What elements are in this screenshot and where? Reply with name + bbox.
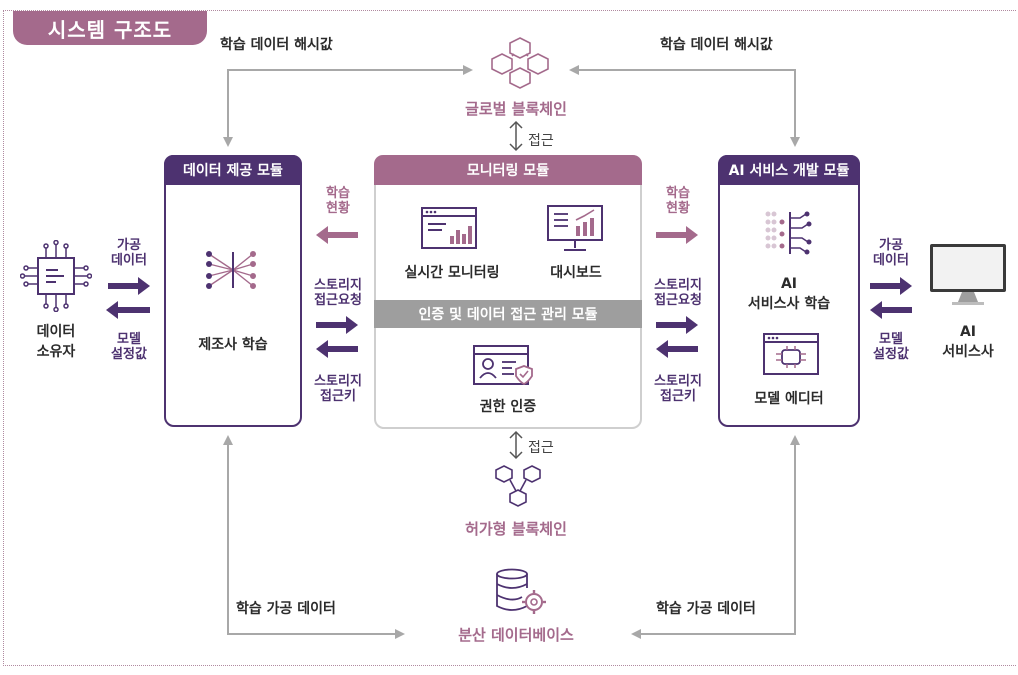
ai-network-icon	[765, 211, 812, 255]
right-storage-request-label: 스토리지 접근요청	[648, 278, 708, 308]
arrow-learning-status-right	[656, 226, 698, 244]
left-model-settings-label: 모델 설정값	[104, 332, 154, 362]
distributed-database-label: 분산 데이터베이스	[458, 626, 574, 644]
ai-service-dev-module: AI 서비스 개발 모듈	[718, 155, 860, 427]
left-storage-key-label: 스토리지 접근키	[308, 374, 368, 404]
right-learning-status-line2: 현황	[666, 201, 690, 216]
left-storage-request-label: 스토리지 접근요청	[308, 278, 368, 308]
processed-data-label-left: 학습 가공 데이터	[236, 601, 336, 617]
permissioned-blockchain-icon	[495, 465, 541, 507]
permissioned-blockchain-label: 허가형 블록체인	[465, 520, 567, 538]
right-processed-data-label: 가공 데이터	[866, 238, 916, 268]
data-owner-label: 데이터 소유자	[20, 322, 92, 362]
right-processed-data-line1: 가공	[879, 238, 903, 253]
right-model-settings-label: 모델 설정값	[866, 332, 916, 362]
ai-service-company-line1: AI	[959, 324, 977, 340]
right-storage-key-label: 스토리지 접근키	[648, 374, 708, 404]
data-owner-line2: 소유자	[36, 344, 76, 360]
ai-service-company-label: AI 서비스사	[928, 322, 1008, 362]
ai-service-dev-module-header: AI 서비스 개발 모듈	[718, 155, 860, 185]
neural-network-icon	[206, 251, 256, 289]
database-gear-icon	[496, 568, 546, 614]
ai-service-training-line2: 서비스사 학습	[747, 296, 831, 312]
right-storage-key-line1: 스토리지	[654, 374, 702, 389]
ai-service-company-line2: 서비스사	[942, 344, 994, 360]
arrow-storage-request-left	[316, 316, 358, 334]
diagram-frame	[3, 10, 1016, 666]
monitor-icon	[930, 244, 1006, 305]
monitoring-module-header: 모니터링 모듈	[374, 155, 642, 185]
access-label-bottom: 접근	[528, 440, 554, 456]
right-storage-key-line2: 접근키	[660, 389, 696, 404]
left-storage-request-line2: 접근요청	[314, 293, 362, 308]
auth-access-module-bar: 인증 및 데이터 접근 관리 모듈	[374, 300, 642, 328]
global-blockchain-icon	[491, 37, 549, 89]
dashboard-icon	[547, 205, 603, 251]
left-processed-data-label: 가공 데이터	[104, 238, 154, 268]
data-owner-line1: 데이터	[36, 324, 76, 340]
right-learning-status-label: 학습 현황	[658, 186, 698, 216]
realtime-monitoring-label: 실시간 모니터링	[404, 265, 500, 281]
left-storage-key-line2: 접근키	[320, 389, 356, 404]
dashboard-label: 대시보드	[550, 265, 602, 281]
arrow-model-settings-right	[870, 301, 912, 319]
right-model-settings-line2: 설정값	[873, 347, 909, 362]
diagram-title: 시스템 구조도	[13, 11, 207, 45]
ai-service-training-line1: AI	[780, 276, 798, 292]
access-arrow-top	[509, 120, 523, 152]
access-arrow-bottom	[509, 430, 523, 460]
hash-label-left: 학습 데이터 해시값	[220, 37, 333, 53]
arrow-processed-data-left	[108, 277, 150, 295]
right-processed-data-line2: 데이터	[873, 253, 909, 268]
left-learning-status-line2: 현황	[326, 201, 350, 216]
right-storage-request-line2: 접근요청	[654, 293, 702, 308]
permission-auth-label: 권한 인증	[479, 399, 537, 415]
arrow-storage-request-right	[656, 316, 698, 334]
processed-data-label-right: 학습 가공 데이터	[656, 601, 756, 617]
arrow-storage-key-right	[656, 340, 698, 358]
model-editor-icon	[763, 333, 819, 375]
hash-label-right: 학습 데이터 해시값	[660, 37, 773, 53]
right-storage-request-line1: 스토리지	[654, 278, 702, 293]
right-learning-status-line1: 학습	[666, 186, 690, 201]
data-provider-module: 데이터 제공 모듈	[164, 155, 302, 427]
permission-auth-icon	[473, 345, 533, 386]
left-storage-key-line1: 스토리지	[314, 374, 362, 389]
arrow-storage-key-left	[316, 340, 358, 358]
left-processed-data-line1: 가공	[117, 238, 141, 253]
left-learning-status-line1: 학습	[326, 186, 350, 201]
global-blockchain-label: 글로벌 블록체인	[465, 100, 567, 118]
right-model-settings-line1: 모델	[879, 332, 903, 347]
hash-connector-right	[569, 65, 796, 140]
chip-icon	[20, 240, 92, 312]
arrow-model-settings-left	[106, 301, 150, 319]
manufacturer-training-label: 제조사 학습	[198, 337, 268, 353]
ai-service-training-label: AI 서비스사 학습	[718, 274, 860, 314]
data-provider-module-header: 데이터 제공 모듈	[164, 155, 302, 185]
left-model-settings-line2: 설정값	[111, 347, 147, 362]
arrow-processed-data-right	[870, 277, 912, 295]
hash-connector-left	[227, 65, 473, 140]
left-storage-request-line1: 스토리지	[314, 278, 362, 293]
left-learning-status-label: 학습 현황	[318, 186, 358, 216]
access-label-top: 접근	[528, 133, 554, 149]
model-editor-label: 모델 에디터	[754, 391, 824, 407]
realtime-monitoring-icon	[421, 207, 477, 249]
left-model-settings-line1: 모델	[117, 332, 141, 347]
arrow-learning-status-left	[316, 226, 358, 244]
left-processed-data-line2: 데이터	[111, 253, 147, 268]
